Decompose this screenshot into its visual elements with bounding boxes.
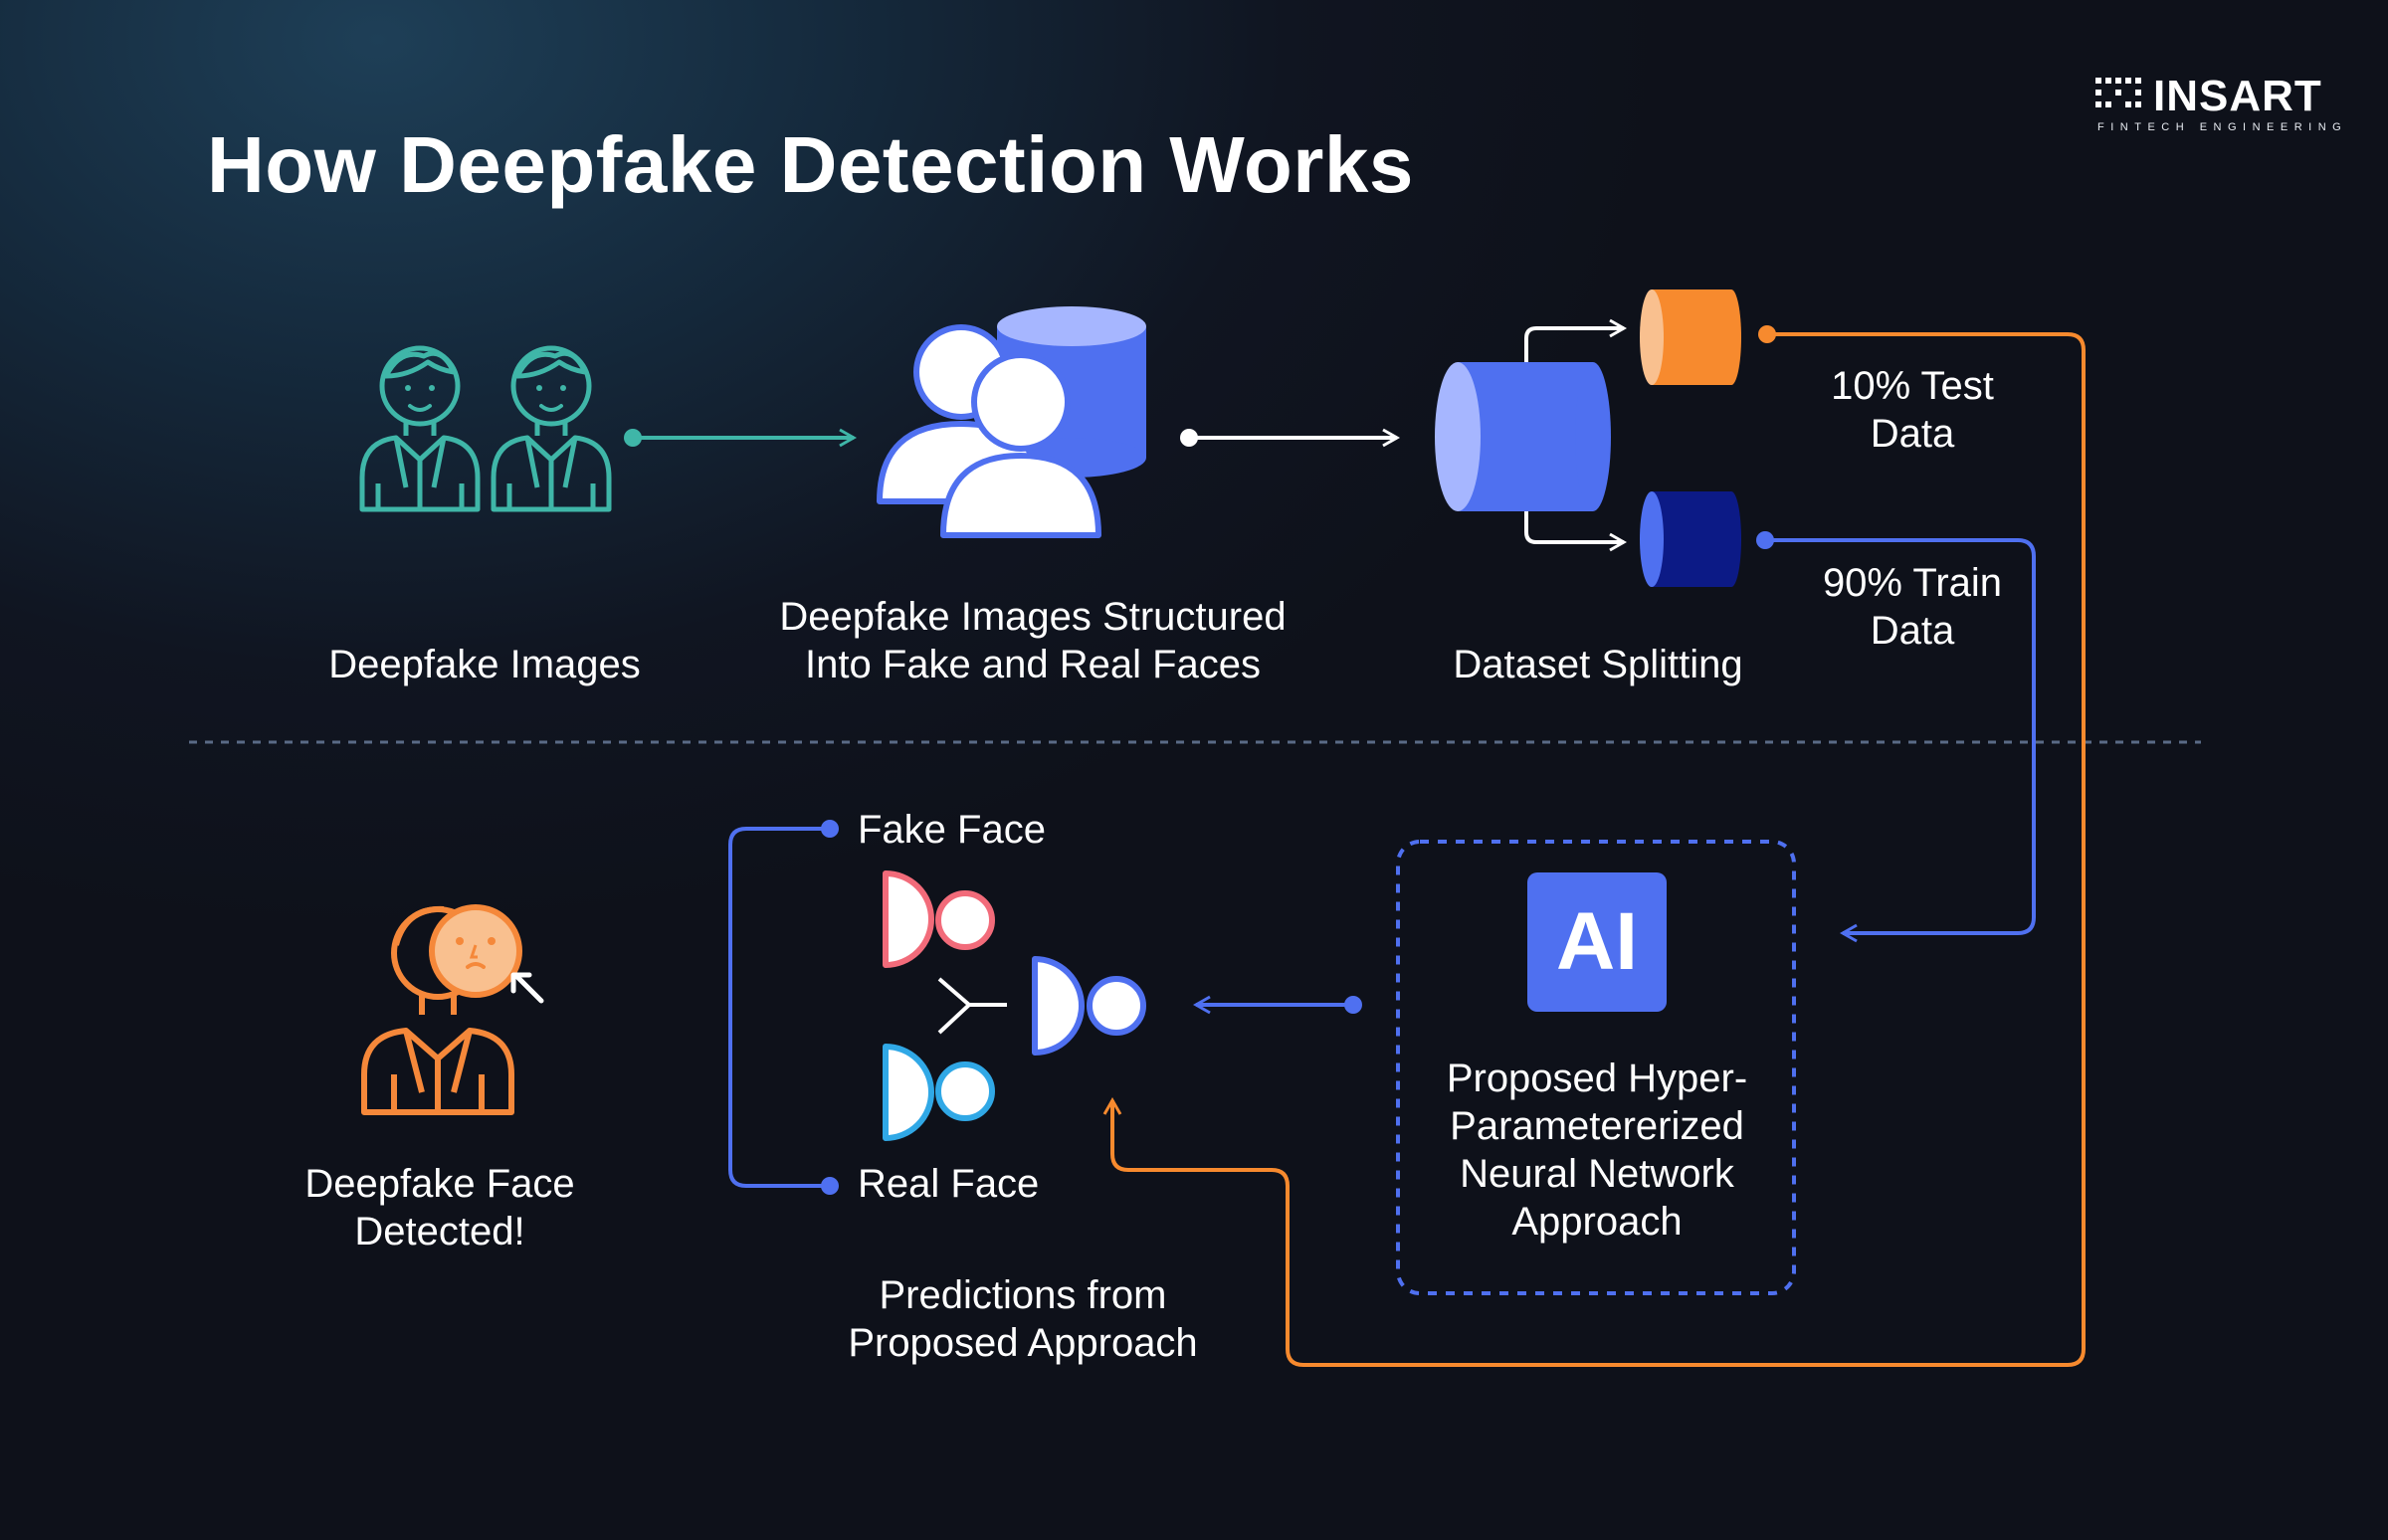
logo-tagline: FINTECH ENGINEERING	[2097, 121, 2348, 133]
deepfake-face-detected-icon	[361, 904, 544, 1115]
predictions-bracket	[728, 820, 839, 1195]
label-train-data-line1: 90% Train	[1822, 561, 2003, 605]
deepfake-images-icon	[362, 348, 609, 509]
label-fake-face-text: Fake Face	[858, 808, 1046, 852]
arrow-structured-to-splitting	[1180, 429, 1397, 447]
label-predictions-line1: Predictions from	[879, 1273, 1167, 1317]
label-deepfake-images: Deepfake Images	[286, 641, 684, 688]
structured-faces-icon	[877, 306, 1146, 538]
fake-face-symbol	[883, 870, 995, 968]
label-detected-line1: Deepfake Face	[304, 1162, 575, 1206]
label-real-face-text: Real Face	[858, 1162, 1040, 1206]
merge-symbol	[937, 977, 1007, 1035]
label-train-data-line2: Data	[1870, 609, 1955, 653]
dataset-cylinder-icon	[1435, 362, 1611, 511]
ai-badge: AI	[1527, 872, 1667, 1012]
arrow-images-to-structured	[624, 429, 854, 447]
label-real-face: Real Face	[858, 1160, 1039, 1208]
label-proposed-line3: Neural Network	[1460, 1152, 1734, 1196]
label-proposed-line1: Proposed Hyper-	[1446, 1057, 1748, 1100]
split-arrows	[1524, 328, 1624, 542]
arrow-ai-to-predictions	[1196, 996, 1362, 1014]
label-dataset-splitting-text: Dataset Splitting	[1453, 643, 1743, 686]
arrow-test-data-to-predictions	[1112, 325, 2086, 1367]
arrow-train-data-to-ai	[1756, 531, 2036, 933]
logo-wordmark: INSART	[2153, 72, 2322, 120]
page-title: How Deepfake Detection Works	[207, 120, 1414, 209]
neural-network-box	[1396, 840, 1796, 1295]
label-predictions-line2: Proposed Approach	[848, 1321, 1198, 1365]
label-test-data-line2: Data	[1870, 412, 1955, 456]
label-test-data: 10% Test Data	[1773, 362, 2052, 458]
label-structured: Deepfake Images Structured Into Fake and…	[734, 593, 1331, 688]
label-predictions: Predictions from Proposed Approach	[774, 1271, 1272, 1367]
test-data-cylinder-icon	[1640, 289, 1741, 385]
output-face-symbol	[1032, 956, 1146, 1056]
label-train-data: 90% Train Data	[1773, 559, 2052, 655]
label-deepfake-detected: Deepfake Face Detected!	[261, 1160, 619, 1255]
logo-grid-icon	[2095, 78, 2141, 107]
label-proposed-line4: Approach	[1511, 1200, 1683, 1244]
label-structured-line2: Into Fake and Real Faces	[804, 643, 1262, 686]
label-fake-face: Fake Face	[858, 806, 1046, 854]
train-data-cylinder-icon	[1640, 491, 1741, 587]
label-proposed-line2: Parametererized	[1450, 1104, 1744, 1148]
label-structured-line1: Deepfake Images Structured	[779, 595, 1287, 639]
real-face-symbol	[883, 1044, 995, 1141]
label-deepfake-images-text: Deepfake Images	[328, 643, 641, 686]
label-test-data-line1: 10% Test	[1831, 364, 1994, 408]
label-proposed-approach: Proposed Hyper- Parametererized Neural N…	[1403, 1055, 1791, 1246]
label-detected-line2: Detected!	[354, 1210, 525, 1253]
label-dataset-splitting: Dataset Splitting	[1399, 641, 1797, 688]
